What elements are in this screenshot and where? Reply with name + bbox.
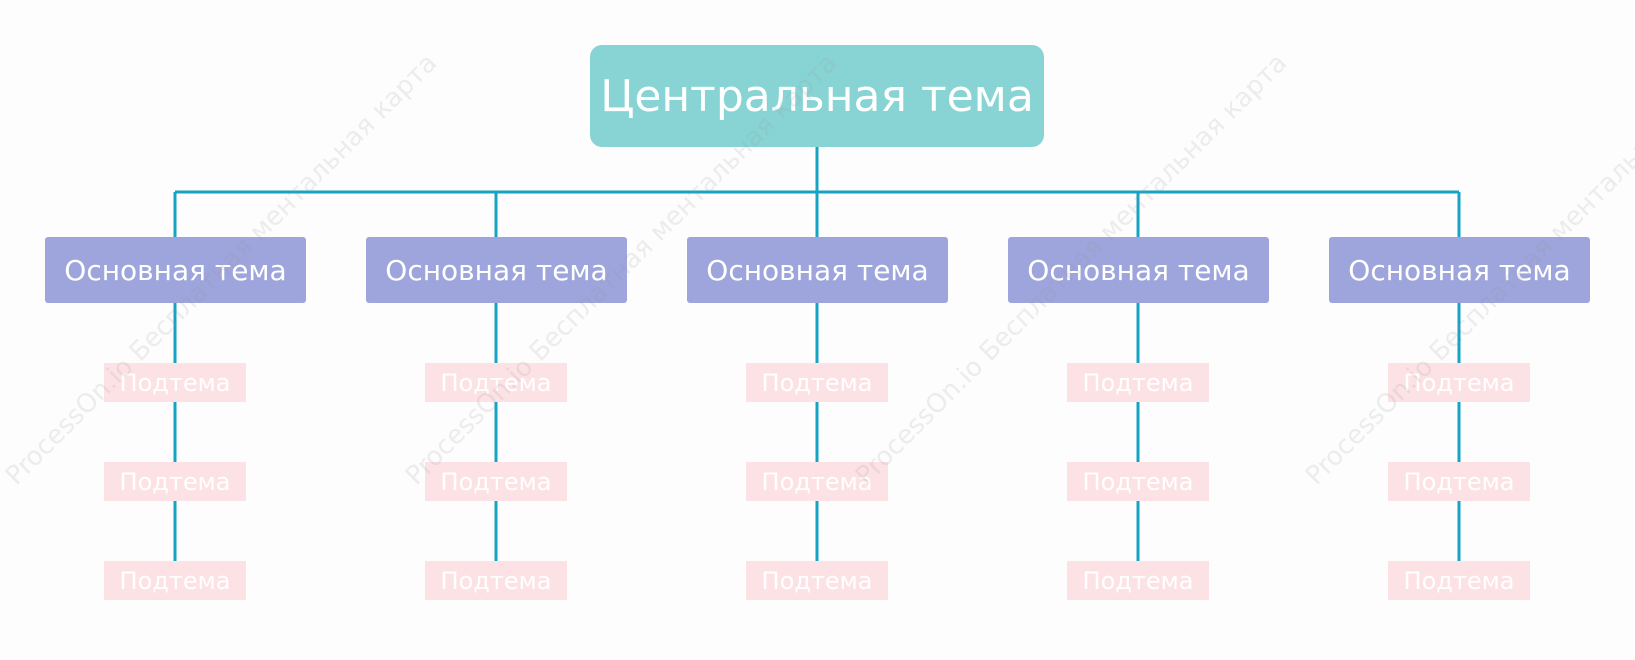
- subtopic-5-1[interactable]: Подтема: [1388, 363, 1530, 402]
- main-topic-1[interactable]: Основная тема: [45, 237, 306, 303]
- main-topic-2[interactable]: Основная тема: [366, 237, 627, 303]
- subtopic-5-2[interactable]: Подтема: [1388, 462, 1530, 501]
- main-topic-4[interactable]: Основная тема: [1008, 237, 1269, 303]
- subtopic-label: Подтема: [440, 368, 552, 397]
- subtopic-label: Подтема: [119, 368, 231, 397]
- subtopic-label: Подтема: [761, 566, 873, 595]
- subtopic-label: Подтема: [1403, 467, 1515, 496]
- subtopic-3-1[interactable]: Подтема: [746, 363, 888, 402]
- subtopic-label: Подтема: [440, 467, 552, 496]
- main-topic-label: Основная тема: [1027, 253, 1250, 287]
- subtopic-label: Подтема: [1082, 368, 1194, 397]
- subtopic-label: Подтема: [1403, 368, 1515, 397]
- central-topic[interactable]: Центральная тема: [590, 45, 1044, 147]
- main-topic-label: Основная тема: [1348, 253, 1571, 287]
- subtopic-4-3[interactable]: Подтема: [1067, 561, 1209, 600]
- subtopic-4-2[interactable]: Подтема: [1067, 462, 1209, 501]
- subtopic-2-3[interactable]: Подтема: [425, 561, 567, 600]
- main-topic-label: Основная тема: [706, 253, 929, 287]
- subtopic-label: Подтема: [1082, 467, 1194, 496]
- subtopic-3-3[interactable]: Подтема: [746, 561, 888, 600]
- main-topic-3[interactable]: Основная тема: [687, 237, 948, 303]
- subtopic-3-2[interactable]: Подтема: [746, 462, 888, 501]
- subtopic-2-1[interactable]: Подтема: [425, 363, 567, 402]
- subtopic-4-1[interactable]: Подтема: [1067, 363, 1209, 402]
- subtopic-5-3[interactable]: Подтема: [1388, 561, 1530, 600]
- subtopic-label: Подтема: [761, 467, 873, 496]
- subtopic-1-2[interactable]: Подтема: [104, 462, 246, 501]
- main-topic-5[interactable]: Основная тема: [1329, 237, 1590, 303]
- subtopic-label: Подтема: [1082, 566, 1194, 595]
- subtopic-label: Подтема: [440, 566, 552, 595]
- subtopic-label: Подтема: [119, 566, 231, 595]
- subtopic-1-1[interactable]: Подтема: [104, 363, 246, 402]
- main-topic-label: Основная тема: [64, 253, 287, 287]
- subtopic-1-3[interactable]: Подтема: [104, 561, 246, 600]
- subtopic-2-2[interactable]: Подтема: [425, 462, 567, 501]
- subtopic-label: Подтема: [761, 368, 873, 397]
- main-topic-label: Основная тема: [385, 253, 608, 287]
- central-topic-label: Центральная тема: [600, 70, 1034, 122]
- subtopic-label: Подтема: [1403, 566, 1515, 595]
- subtopic-label: Подтема: [119, 467, 231, 496]
